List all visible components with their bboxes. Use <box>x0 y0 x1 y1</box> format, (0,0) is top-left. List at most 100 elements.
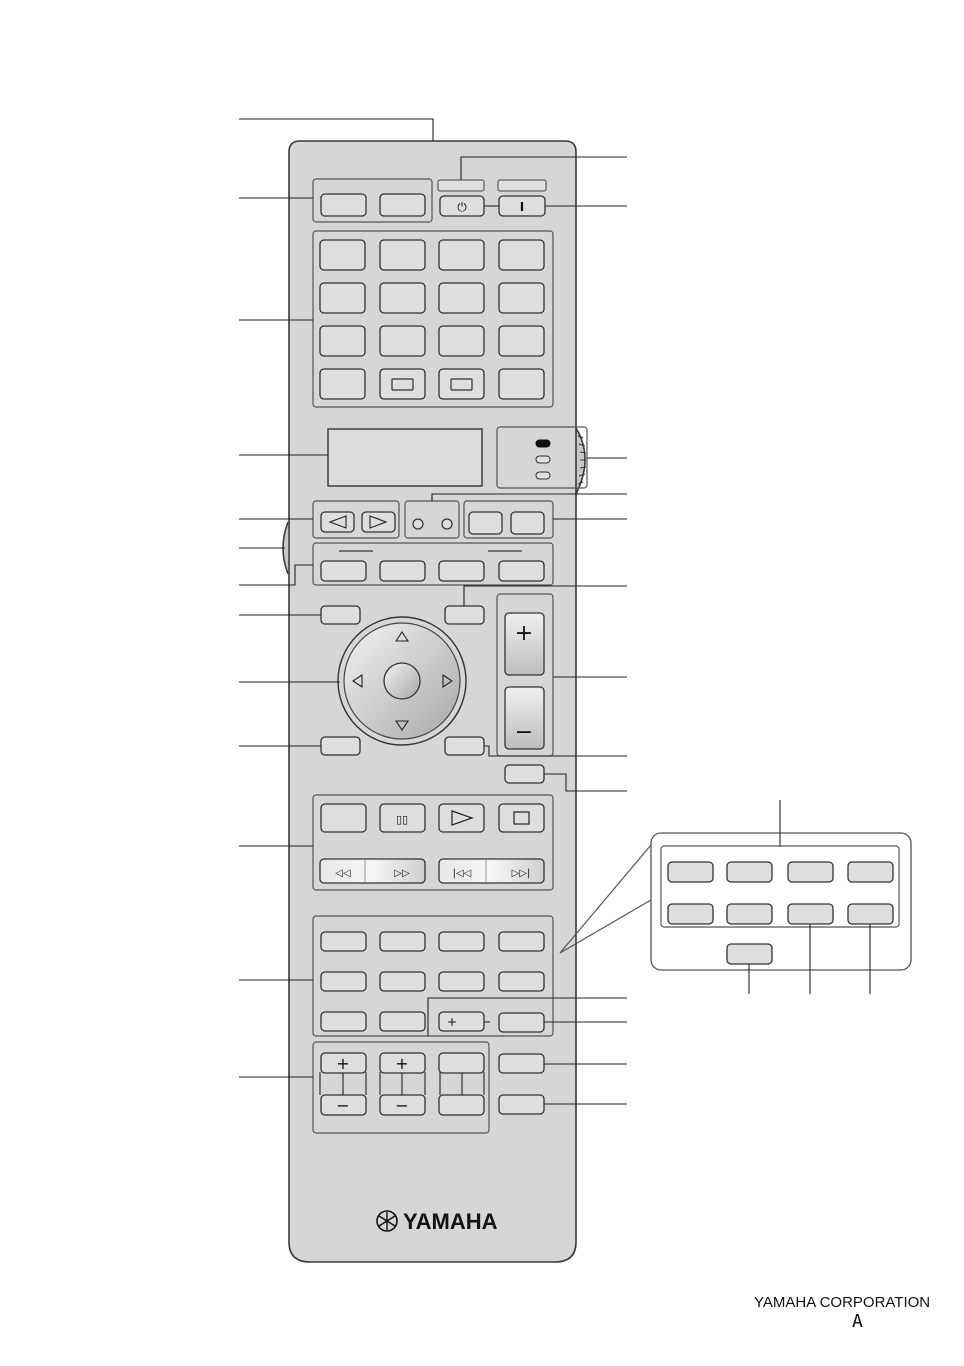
input-button[interactable] <box>498 239 545 271</box>
level-2-down-button[interactable] <box>379 1094 426 1116</box>
callout-line <box>544 773 627 792</box>
control-row <box>312 500 554 539</box>
operation-button[interactable] <box>498 560 545 582</box>
function-button[interactable] <box>510 511 545 535</box>
input-button[interactable] <box>319 368 366 400</box>
cursor-down-icon[interactable] <box>394 720 410 731</box>
inset-button <box>847 903 894 925</box>
plus-ten-button[interactable] <box>438 1011 485 1032</box>
cursor-up-icon[interactable] <box>394 631 410 642</box>
operation-button[interactable] <box>438 560 485 582</box>
inset-button <box>667 861 714 883</box>
mute-button[interactable] <box>504 764 545 784</box>
input-button-with-slot[interactable] <box>379 368 426 400</box>
level-3-down-button[interactable] <box>438 1094 485 1116</box>
function-grid-button[interactable] <box>438 931 485 952</box>
page-right-button[interactable] <box>361 511 396 533</box>
bottom-left-menu-button[interactable] <box>320 736 361 756</box>
inset-button <box>787 903 834 925</box>
transport-section: ▯▯ ◁◁ ▷▷ |◁◁ ▷▷| <box>312 794 554 891</box>
input-button[interactable] <box>438 239 485 271</box>
side-function-button[interactable] <box>498 1012 545 1033</box>
callout-line <box>239 564 313 586</box>
callout-line <box>484 745 627 757</box>
input-button[interactable] <box>319 325 366 357</box>
side-function-button[interactable] <box>498 1053 545 1074</box>
function-grid-button[interactable] <box>320 971 367 992</box>
callout-line <box>427 997 627 1036</box>
function-grid-button[interactable] <box>379 971 426 992</box>
top-right-menu-button[interactable] <box>444 605 485 625</box>
function-grid-button[interactable] <box>379 1011 426 1032</box>
footer-code: A <box>852 1311 863 1332</box>
indicator-strip-2 <box>497 179 547 192</box>
input-button[interactable] <box>379 239 426 271</box>
input-button[interactable] <box>319 239 366 271</box>
input-button[interactable] <box>379 325 426 357</box>
cursor-left-icon[interactable] <box>352 673 363 689</box>
operation-button[interactable] <box>320 560 367 582</box>
top-left-button-1[interactable] <box>320 193 367 217</box>
function-grid-button[interactable] <box>498 931 545 952</box>
volume-plus-icon: + <box>515 621 533 646</box>
rewind-icon[interactable]: ◁◁ <box>335 868 351 879</box>
callout-lines <box>239 118 871 1105</box>
cursor-right-icon[interactable] <box>442 673 453 689</box>
zoom-inset <box>559 832 912 971</box>
stop-button[interactable] <box>498 803 545 833</box>
standby-icon: ⏻ <box>457 200 467 214</box>
input-button[interactable] <box>498 325 545 357</box>
input-button-with-slot[interactable] <box>438 368 485 400</box>
function-grid-button[interactable] <box>320 1011 367 1032</box>
input-button[interactable] <box>438 282 485 314</box>
record-button[interactable] <box>320 803 367 833</box>
side-function-button[interactable] <box>498 1094 545 1115</box>
skip-back-icon[interactable]: |◁◁ <box>453 868 472 879</box>
inset-button <box>667 903 714 925</box>
level-3-up-button[interactable] <box>438 1052 485 1074</box>
level-2-up-button[interactable] <box>379 1052 426 1074</box>
volume-minus-icon: − <box>515 720 533 745</box>
enter-button[interactable] <box>383 662 421 700</box>
operation-button[interactable] <box>379 560 426 582</box>
top-left-button-2[interactable] <box>379 193 426 217</box>
volume-down-button[interactable] <box>504 686 545 750</box>
play-icon <box>451 810 474 826</box>
callout-line <box>431 493 627 501</box>
side-wheel-right <box>575 427 586 495</box>
indicator-led <box>412 518 424 530</box>
mode-led-active <box>535 439 551 448</box>
tuning-fork-emblem-icon <box>376 1210 398 1232</box>
top-left-menu-button[interactable] <box>320 605 361 625</box>
function-grid-button[interactable] <box>320 931 367 952</box>
function-grid-button[interactable] <box>498 971 545 992</box>
footer-company: YAMAHA CORPORATION <box>754 1294 931 1311</box>
function-grid-button[interactable] <box>379 931 426 952</box>
level-1-up-button[interactable] <box>320 1052 367 1074</box>
page-left-button[interactable] <box>320 511 355 533</box>
input-button[interactable] <box>319 282 366 314</box>
play-button[interactable] <box>438 803 485 833</box>
volume-section: + − <box>496 593 554 757</box>
pause-button[interactable] <box>379 803 426 833</box>
bottom-right-menu-button[interactable] <box>444 736 485 756</box>
triangle-left-icon <box>328 515 347 529</box>
function-button[interactable] <box>468 511 503 535</box>
function-grid-button[interactable] <box>438 971 485 992</box>
callout-line <box>460 156 627 180</box>
level-1-down-button[interactable] <box>320 1094 367 1116</box>
inset-button <box>726 861 773 883</box>
operation-row <box>312 542 554 586</box>
input-button[interactable] <box>438 325 485 357</box>
skip-forward-icon[interactable]: ▷▷| <box>512 868 531 879</box>
fast-forward-icon[interactable]: ▷▷ <box>394 868 410 879</box>
triangle-right-icon <box>369 515 388 529</box>
pause-icon: ▯▯ <box>396 813 408 826</box>
function-grid: + <box>312 915 554 1037</box>
input-button[interactable] <box>498 282 545 314</box>
lcd-display <box>327 428 483 487</box>
inset-button <box>726 903 773 925</box>
input-button[interactable] <box>379 282 426 314</box>
volume-up-button[interactable] <box>504 612 545 676</box>
input-button[interactable] <box>498 368 545 400</box>
